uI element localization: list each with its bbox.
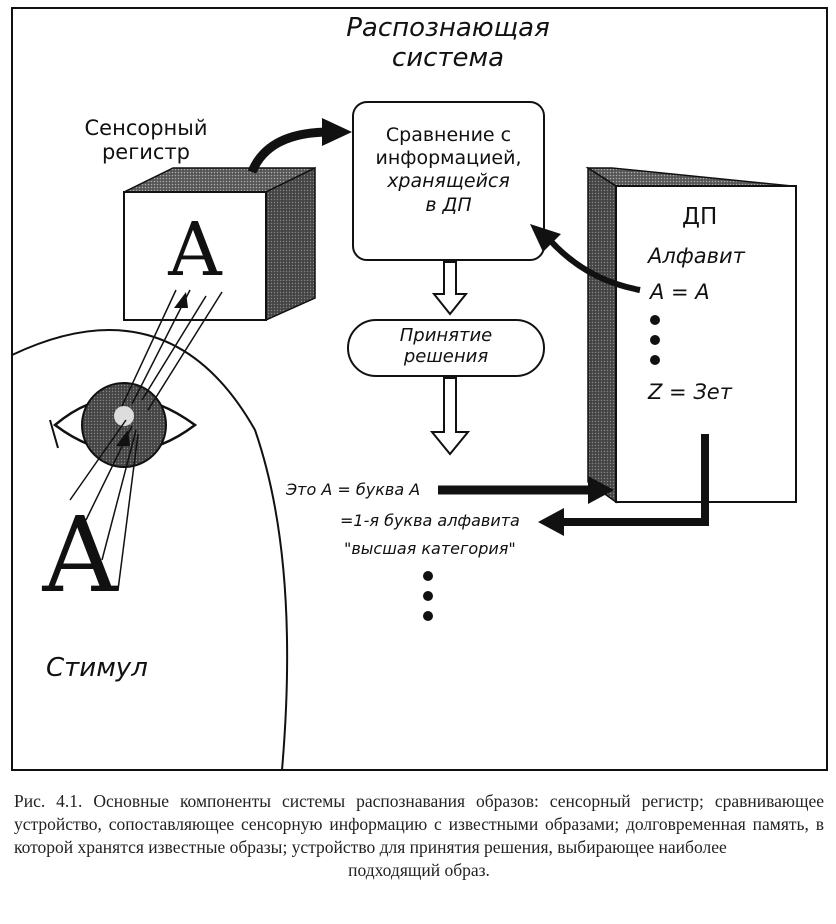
comparison-label-line3: хранящейся	[387, 170, 510, 193]
arrow-comparison-to-decision	[431, 261, 469, 316]
comparison-label-line2: информацией,	[375, 147, 522, 170]
sensory-register-label-line2: регистр	[101, 140, 191, 165]
sensory-register-label: Сенсорный регистр	[66, 116, 226, 164]
decision-box	[347, 319, 545, 377]
sensory-register-label-line1: Сенсорный	[84, 116, 208, 140]
figure-caption-text: Рис. 4.1. Основные компоненты системы ра…	[14, 791, 824, 857]
comparison-box	[352, 101, 545, 261]
comparison-label-line1: Сравнение с	[385, 124, 512, 146]
output-line1: Это A = буква A	[286, 480, 421, 499]
sensory-register-cube	[123, 166, 316, 322]
ltm-label: ДП	[682, 204, 718, 230]
alphabet-entry-first: A = A	[650, 280, 710, 304]
alphabet-ellipsis-dot	[650, 355, 660, 365]
eye-icon	[49, 382, 198, 468]
system-boundary-arc	[11, 329, 289, 771]
alphabet-ellipsis-dot	[650, 335, 660, 345]
alphabet-label: Алфавит	[648, 244, 745, 268]
light-rays	[69, 289, 223, 591]
arrow-ltm-to-comparison	[530, 224, 641, 293]
stimulus-label: Стимул	[46, 653, 148, 683]
output-ellipsis-dot	[423, 591, 433, 601]
system-title-line2: система	[391, 42, 505, 73]
output-ellipsis-dot	[423, 611, 433, 621]
arrow-register-to-comparison	[247, 118, 352, 174]
ray-arrowheads	[116, 292, 188, 446]
output-line2: =1-я буква алфавита	[340, 511, 520, 530]
comparison-label: Сравнение с информацией, хранящейся в ДП	[353, 124, 544, 217]
output-line3: "высшая категория"	[344, 539, 516, 558]
stimulus-letter: A	[42, 494, 118, 616]
alphabet-ellipsis-dot	[650, 315, 660, 325]
figure-caption: Рис. 4.1. Основные компоненты системы ра…	[14, 790, 824, 882]
decision-label: Принятие решения	[348, 325, 544, 367]
figure-caption-last-line: подходящий образ.	[348, 860, 490, 880]
alphabet-entry-last: Z = Зет	[648, 380, 732, 404]
diagram-frame	[11, 7, 828, 771]
arrow-output-to-ltm	[438, 476, 614, 504]
comparison-label-line4: в ДП	[425, 193, 472, 216]
arrow-decision-to-output	[429, 377, 471, 456]
system-title-line1: Распознающая	[346, 13, 550, 43]
decision-label-line2: решения	[403, 345, 489, 367]
system-title: Распознающая система	[318, 13, 578, 74]
arrow-ltm-to-output	[538, 434, 709, 536]
decision-label-line1: Принятие	[399, 325, 493, 346]
register-letter: A	[168, 207, 222, 293]
output-ellipsis-dot	[423, 571, 433, 581]
